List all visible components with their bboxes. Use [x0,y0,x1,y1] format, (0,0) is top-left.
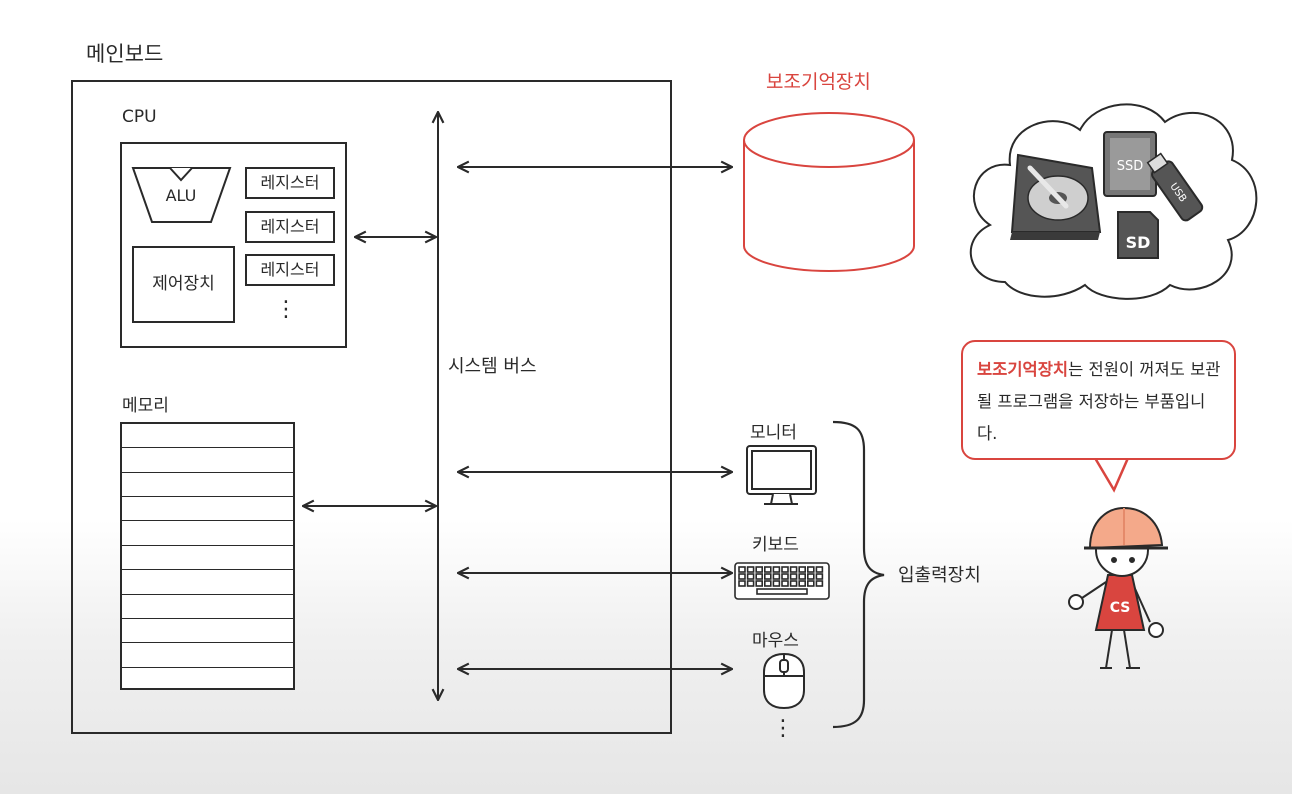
memory-row-divider [122,666,293,668]
keyboard-key [781,566,789,573]
hdd-icon [1010,153,1102,240]
cpu-more-indicator: ⋮ [275,297,297,322]
storage-cylinder-icon [743,112,915,272]
keyboard-key [798,580,807,587]
ssd-icon: SSD [1103,131,1157,197]
callout-bubble: 보조기억장치는 전원이 꺼져도 보관될 프로그램을 저장하는 부품입니다. [961,340,1236,460]
keyboard-key [763,566,772,573]
ssd-label: SSD [1117,159,1144,174]
callout-highlight: 보조기억장치 [977,360,1069,379]
cpu-title: CPU [122,107,157,127]
alu-notch [169,167,193,182]
keyboard-icon [734,562,830,600]
mainboard-frame [71,80,672,734]
keyboard-key [798,566,807,573]
monitor-label: 모니터 [750,423,797,443]
memory-row-divider [122,447,293,449]
storage-title: 보조기억장치 [766,71,871,93]
mainboard-title: 메인보드 [86,42,164,66]
usb-drive-icon: USB [1146,152,1204,222]
keyboard-key [781,580,789,587]
keyboard-key [798,573,807,580]
callout-text: 는 전원이 꺼져도 보관될 프로그램을 저장하는 부품입니다. [977,360,1221,443]
sd-card-icon: SD [1117,211,1159,259]
keyboard-key [815,580,824,587]
keyboard-key [781,573,789,580]
memory-row-divider [122,471,293,473]
keyboard-key [815,566,824,573]
keyboard-key [815,573,824,580]
mascot-icon: CS [1068,506,1168,669]
keyboard-key [746,580,755,587]
keyboard-key [763,573,772,580]
keyboard-key [755,573,764,580]
keyboard-key [738,573,746,580]
keyboard-key [746,573,755,580]
memory-row-divider [122,593,293,595]
storage-cloud-icon [969,103,1258,300]
register-box: 레지스터 [245,211,335,243]
memory-box [120,422,295,690]
keyboard-key [772,573,781,580]
io-group-label: 입출력장치 [898,565,981,586]
keyboard-key [763,580,772,587]
keyboard-key [789,580,798,587]
keyboard-key [755,566,764,573]
memory-row-divider [122,496,293,498]
io-more-indicator: ⋮ [772,716,794,741]
sd-label: SD [1126,233,1151,252]
io-brace [832,420,885,729]
memory-row-divider [122,544,293,546]
keyboard-label: 키보드 [752,535,799,555]
monitor-icon [746,445,817,505]
alu-label: ALU [165,186,197,205]
keyboard-key [806,573,815,580]
memory-row-divider [122,642,293,644]
system-bus-label: 시스템 버스 [448,356,537,377]
register-box: 레지스터 [245,254,335,286]
keyboard-key [755,580,764,587]
mascot-shirt-label: CS [1110,600,1131,616]
keyboard-key [772,580,781,587]
keyboard-key [746,566,755,573]
keyboard-key [738,566,746,573]
memory-row-divider [122,617,293,619]
alu-shape [131,167,232,223]
mouse-label: 마우스 [752,631,799,651]
keyboard-key [806,566,815,573]
memory-row-divider [122,569,293,571]
keyboard-key [789,573,798,580]
memory-row-divider [122,520,293,522]
callout-tail [1093,457,1130,493]
control-unit-box: 제어장치 [132,246,235,323]
cpu-box [120,142,347,348]
keyboard-key [772,566,781,573]
register-box: 레지스터 [245,167,335,199]
mouse-icon [763,652,805,710]
keyboard-key [806,580,815,587]
keyboard-key [738,580,746,587]
memory-title: 메모리 [122,396,169,416]
keyboard-key [789,566,798,573]
keyboard-spacebar [756,588,808,595]
